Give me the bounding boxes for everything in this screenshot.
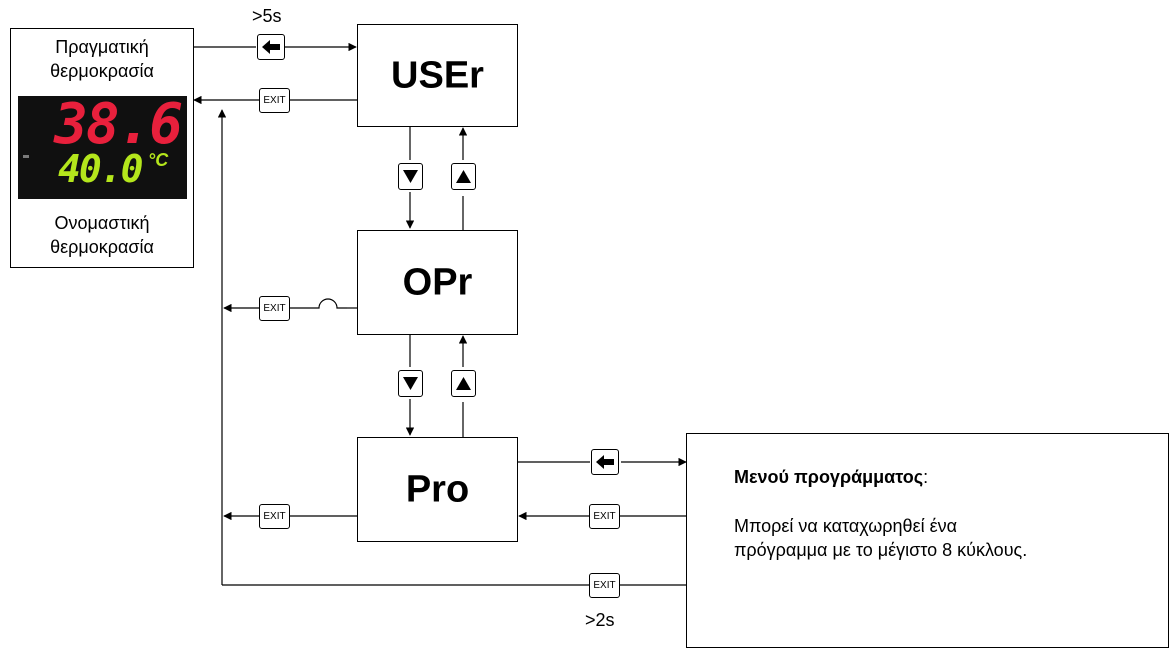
menu-user-label: USEr bbox=[358, 54, 517, 97]
setpoint-value-readout: 40.0 bbox=[58, 147, 142, 191]
exit-key-pro[interactable]: EXIT bbox=[259, 504, 290, 529]
down-key-opr[interactable] bbox=[398, 370, 423, 397]
down-triangle-icon bbox=[403, 377, 418, 390]
program-menu-description: Μπορεί να καταχωρηθεί ένα πρόγραμμα με τ… bbox=[734, 514, 1027, 562]
left-arrow-icon bbox=[596, 455, 614, 469]
actual-temperature-label: Πραγματική θερμοκρασία bbox=[11, 35, 193, 83]
exit-key-user[interactable]: EXIT bbox=[259, 88, 290, 113]
exit-hold-label: >2s bbox=[585, 610, 615, 631]
enter-key-pro[interactable] bbox=[591, 449, 619, 475]
menu-opr-label: OPr bbox=[358, 261, 517, 304]
unit-label: °C bbox=[148, 150, 168, 171]
controller-display: 38.6 40.0 °C bbox=[18, 96, 187, 199]
exit-key-opr[interactable]: EXIT bbox=[259, 296, 290, 321]
menu-user[interactable]: USEr bbox=[357, 24, 518, 127]
left-arrow-icon bbox=[262, 40, 280, 54]
program-menu-box: Μενού προγράμματος: Μπορεί να καταχωρηθε… bbox=[686, 433, 1169, 648]
exit-key-long[interactable]: EXIT bbox=[589, 573, 620, 598]
display-panel: Πραγματική θερμοκρασία 38.6 40.0 °C Ονομ… bbox=[10, 28, 194, 268]
up-key-opr[interactable] bbox=[451, 163, 476, 190]
down-triangle-icon bbox=[403, 170, 418, 183]
exit-key-program-menu[interactable]: EXIT bbox=[589, 504, 620, 529]
program-menu-title: Μενού προγράμματος: bbox=[734, 467, 928, 488]
up-key-pro[interactable] bbox=[451, 370, 476, 397]
enter-hold-label: >5s bbox=[252, 6, 282, 27]
status-led-icon bbox=[23, 155, 29, 158]
menu-pro[interactable]: Pro bbox=[357, 437, 518, 542]
nominal-temperature-label: Ονομαστική θερμοκρασία bbox=[11, 211, 193, 259]
enter-key-user[interactable] bbox=[257, 34, 285, 60]
menu-opr[interactable]: OPr bbox=[357, 230, 518, 335]
up-triangle-icon bbox=[456, 377, 471, 390]
menu-pro-label: Pro bbox=[358, 468, 517, 511]
down-key-user[interactable] bbox=[398, 163, 423, 190]
up-triangle-icon bbox=[456, 170, 471, 183]
